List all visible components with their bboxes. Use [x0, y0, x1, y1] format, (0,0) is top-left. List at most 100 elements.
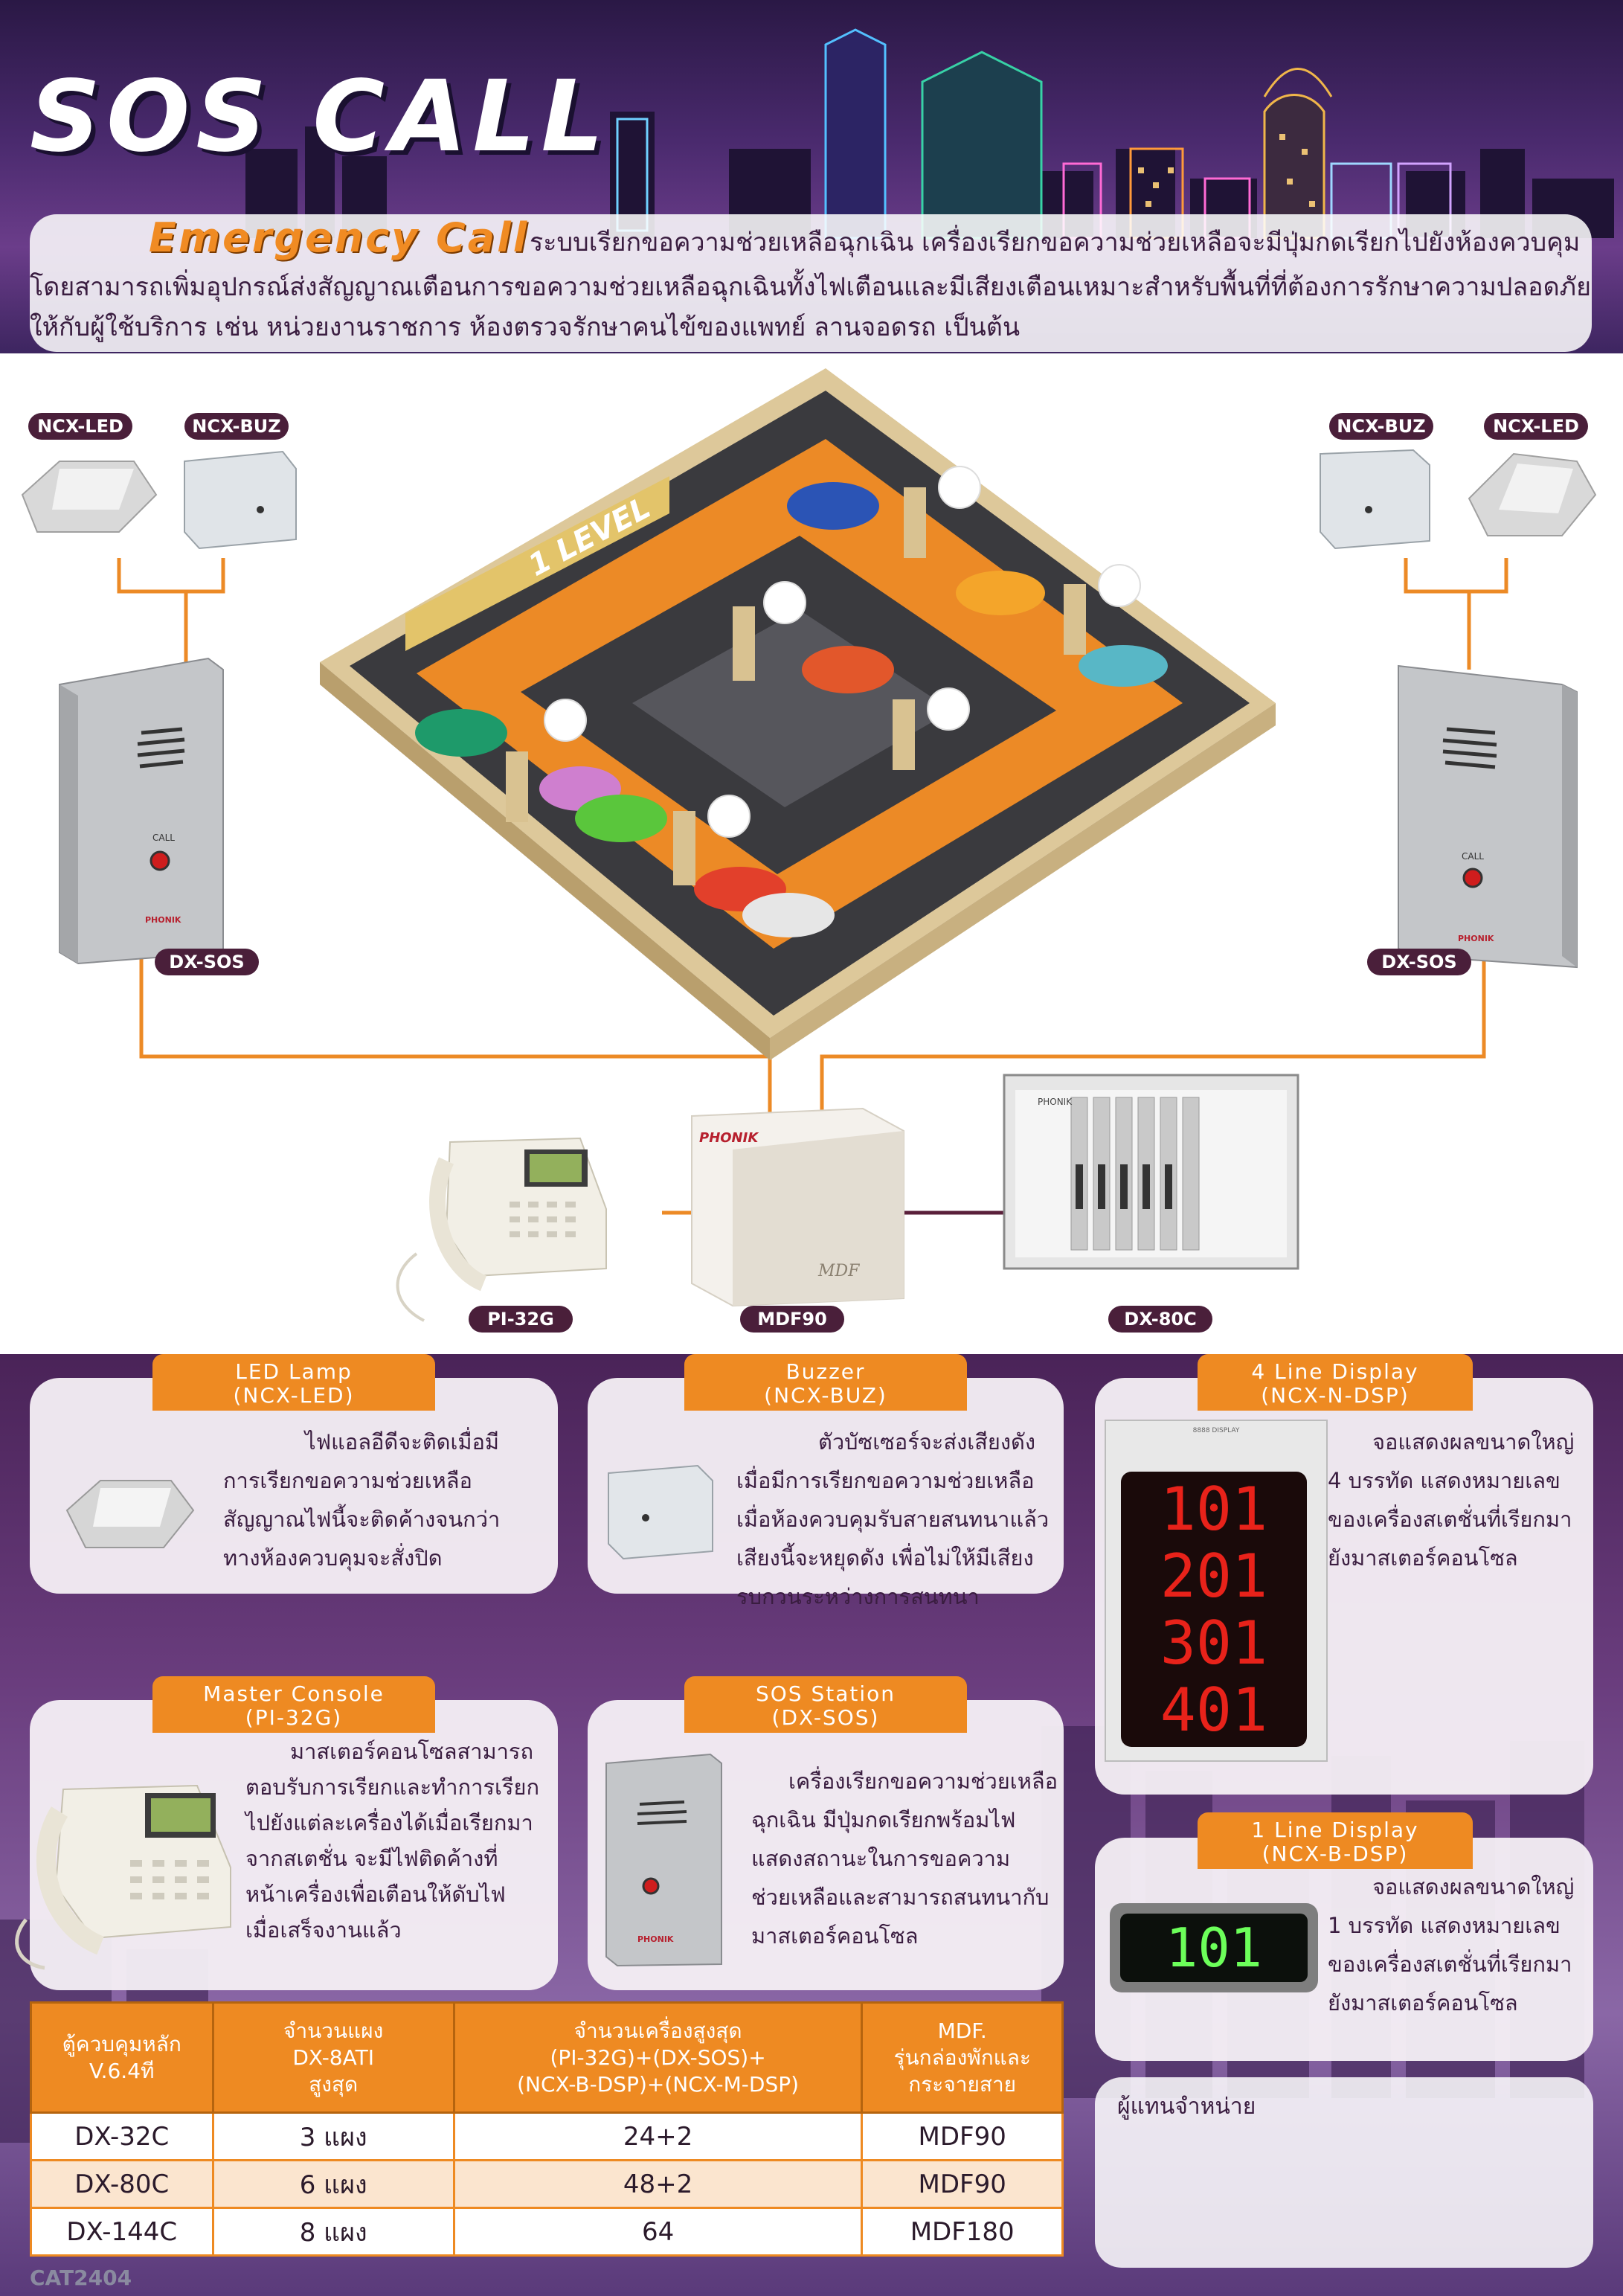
sos-card-title-line-2: (DX-SOS)	[771, 1705, 880, 1730]
svg-text:MDF: MDF	[817, 1262, 860, 1280]
page-title: SOS CALL	[30, 60, 610, 174]
table-cell: MDF90	[861, 2159, 1064, 2209]
header-text: สูงสุด	[309, 2071, 359, 2097]
table-header-row: ตู้ควบคุมหลัก V.6.4ที จำนวนแผง DX-8ATI ส…	[30, 2001, 1064, 2114]
line4-text-line: จอแสดงผลขนาดใหญ่	[1372, 1429, 1575, 1455]
table-cell: 48+2	[452, 2159, 864, 2209]
header-text: ตู้ควบคุมหลัก	[62, 2031, 181, 2056]
table-cell: DX-32C	[30, 2111, 214, 2161]
line1-card-title-line-2: (NCX-B-DSP)	[1262, 1841, 1409, 1866]
svg-text:PHONIK: PHONIK	[1458, 934, 1494, 943]
line4-text-line: ยังมาสเตอร์คอนโซล	[1328, 1545, 1518, 1571]
mdf90-box-image: PHONIK MDF	[691, 1107, 904, 1307]
led-card-title-line-2: (NCX-LED)	[233, 1383, 355, 1408]
table-cell: MDF90	[861, 2111, 1064, 2161]
header-text: (PI-32G)+(DX-SOS)+	[550, 2045, 766, 2070]
table-cell: DX-144C	[30, 2207, 214, 2257]
line4-display-value: 401	[1160, 1675, 1268, 1745]
line4-display-card-title: 4 Line Display (NCX-N-DSP)	[1198, 1354, 1473, 1411]
header-text: (NCX-B-DSP)+(NCX-M-DSP)	[517, 2071, 800, 2097]
intro-subtitle: Emergency Call	[149, 214, 530, 261]
line1-display-value: 101	[1165, 1917, 1263, 1979]
line4-display-device: 8888 DISPLAY 101 201 301 401	[1105, 1420, 1328, 1762]
table-cell: DX-80C	[30, 2159, 214, 2209]
line4-display-value: 201	[1160, 1542, 1268, 1611]
line1-display-screen: 101	[1120, 1914, 1308, 1982]
table-row: DX-144C 8 แผง 64 MDF180	[30, 2207, 1064, 2257]
table-header-cell: จำนวนเครื่องสูงสุด (PI-32G)+(DX-SOS)+ (N…	[452, 2001, 864, 2114]
header-text: DX-8ATI	[292, 2045, 374, 2070]
sos-card-title-line-1: SOS Station	[755, 1681, 896, 1706]
header-text: V.6.4ที	[89, 2058, 155, 2083]
led-text-line: สัญญาณไฟนี้จะติดค้างจนกว่า	[223, 1507, 501, 1532]
header-text: รุ่นกล่องพักและ	[893, 2045, 1031, 2070]
sos-station-image: PHONIK	[605, 1753, 722, 1967]
line4-card-title-line-2: (NCX-N-DSP)	[1261, 1383, 1410, 1408]
table-cell: MDF180	[861, 2207, 1064, 2257]
intro-text-line-1: ระบบเรียกขอความช่วยเหลือฉุกเฉิน เครื่องเ…	[530, 228, 1581, 257]
master-text-line: ตอบรับการเรียกและทำการเรียก	[245, 1774, 539, 1800]
table-cell: 64	[452, 2207, 864, 2257]
table-header-cell: ตู้ควบคุมหลัก V.6.4ที	[30, 2001, 214, 2114]
svg-text:CALL: CALL	[1462, 851, 1484, 862]
svg-text:PHONIK: PHONIK	[637, 1934, 674, 1944]
dealer-label: ผู้แทนจำหน่าย	[1117, 2094, 1256, 2120]
led-text-line: ไฟแอลอีดีจะติดเมื่อมี	[305, 1429, 500, 1455]
master-text-line: มาสเตอร์คอนโซลสามารถ	[290, 1739, 534, 1764]
header-banner: SOS CALL Emergency Call ระบบเรียกขอความช…	[0, 0, 1623, 353]
sos-text-line: เครื่องเรียกขอความช่วยเหลือ	[788, 1769, 1058, 1794]
master-card-text: มาสเตอร์คอนโซลสามารถ ตอบรับการเรียกและทำ…	[245, 1734, 558, 1948]
dealer-box	[1095, 2077, 1593, 2268]
buzzer-text-line: รบกวนระหว่างการสนทนา	[736, 1584, 980, 1609]
dx-sos-station-right: CALL PHONIK	[1398, 664, 1578, 969]
buzzer-text-line: เสียงนี้จะหยุดดัง เพื่อไม่ให้มีเสียง	[736, 1545, 1034, 1571]
table-cell: 8 แผง	[211, 2207, 455, 2257]
ncx-led-lamp-left	[21, 461, 158, 533]
led-card-title-line-1: LED Lamp	[235, 1359, 353, 1384]
parking-lot-illustration: 1 LEVEL	[320, 368, 1276, 1060]
buzzer-card-title-line-2: (NCX-BUZ)	[764, 1383, 887, 1408]
dx-sos-station-left: CALL PHONIK	[59, 657, 224, 965]
label-dx-sos-left: DX-SOS	[155, 949, 259, 975]
line4-card-title-line-1: 4 Line Display	[1251, 1359, 1419, 1384]
table-row: DX-80C 6 แผง 48+2 MDF90	[30, 2159, 1064, 2209]
sos-text-line: มาสเตอร์คอนโซล	[751, 1923, 919, 1949]
system-diagram: 1 LEVEL	[0, 353, 1623, 1354]
led-text-line: การเรียกขอความช่วยเหลือ	[223, 1468, 472, 1493]
buzzer-text-line: เมื่อห้องควบคุมรับสายสนทนาแล้ว	[736, 1507, 1050, 1532]
intro-text-line-2: โดยสามารถเพิ่มอุปกรณ์ส่งสัญญาณเตือนการขอ…	[30, 272, 1592, 302]
buzzer-text-line: ตัวบัซเซอร์จะส่งเสียงดัง	[818, 1429, 1035, 1455]
sos-station-card-title: SOS Station (DX-SOS)	[684, 1676, 967, 1733]
ncx-buzzer-right	[1320, 449, 1430, 550]
line4-card-text: จอแสดงผลขนาดใหญ่ 4 บรรทัด แสดงหมายเลข ขอ…	[1328, 1423, 1588, 1577]
line1-card-text: จอแสดงผลขนาดใหญ่ 1 บรรทัด แสดงหมายเลข ขอ…	[1328, 1867, 1588, 2022]
master-text-line: ไปยังแต่ละเครื่องได้เมื่อเรียกมา	[245, 1810, 533, 1835]
svg-text:PHONIK: PHONIK	[1038, 1097, 1073, 1107]
ncx-led-lamp-right	[1468, 452, 1597, 536]
line1-text-line: จอแสดงผลขนาดใหญ่	[1372, 1874, 1575, 1899]
buzzer-text-line: เมื่อมีการเรียกขอความช่วยเหลือ	[736, 1468, 1035, 1493]
ncx-buzzer-left	[184, 450, 297, 550]
led-card-text: ไฟแอลอีดีจะติดเมื่อมี การเรียกขอความช่วย…	[223, 1423, 550, 1577]
led-lamp-card-title: LED Lamp (NCX-LED)	[152, 1354, 435, 1411]
catalog-code: CAT2404	[30, 2265, 132, 2290]
sos-text-line: แสดงสถานะในการขอความ	[751, 1846, 1011, 1871]
svg-text:PHONIK: PHONIK	[699, 1130, 759, 1146]
buzzer-card-text: ตัวบัซเซอร์จะส่งเสียงดัง เมื่อมีการเรียก…	[736, 1423, 1064, 1616]
label-ncx-buz-left: NCX-BUZ	[184, 413, 289, 440]
table-cell: 6 แผง	[211, 2159, 455, 2209]
table-header-cell: จำนวนแผง DX-8ATI สูงสุด	[211, 2001, 455, 2114]
master-text-line: หน้าเครื่องเพื่อเตือนให้ดับไฟ	[245, 1882, 506, 1907]
line1-display-card-title: 1 Line Display (NCX-B-DSP)	[1198, 1812, 1473, 1869]
line4-display-value: 101	[1160, 1475, 1268, 1544]
header-text: จำนวนเครื่องสูงสุด	[573, 2018, 742, 2043]
header-text: MDF.	[937, 2018, 987, 2043]
sos-card-text: เครื่องเรียกขอความช่วยเหลือ ฉุกเฉิน มีปุ…	[751, 1762, 1064, 1955]
master-console-card-title: Master Console (PI-32G)	[152, 1676, 435, 1733]
line4-display-value: 301	[1160, 1609, 1268, 1678]
label-ncx-buz-right: NCX-BUZ	[1329, 413, 1433, 440]
line4-text-line: 4 บรรทัด แสดงหมายเลข	[1328, 1468, 1561, 1493]
sos-text-line: ช่วยเหลือและสามารถสนทนากับ	[751, 1885, 1050, 1910]
header-text: จำนวนแผง	[283, 2018, 384, 2043]
line1-card-title-line-1: 1 Line Display	[1251, 1818, 1419, 1842]
